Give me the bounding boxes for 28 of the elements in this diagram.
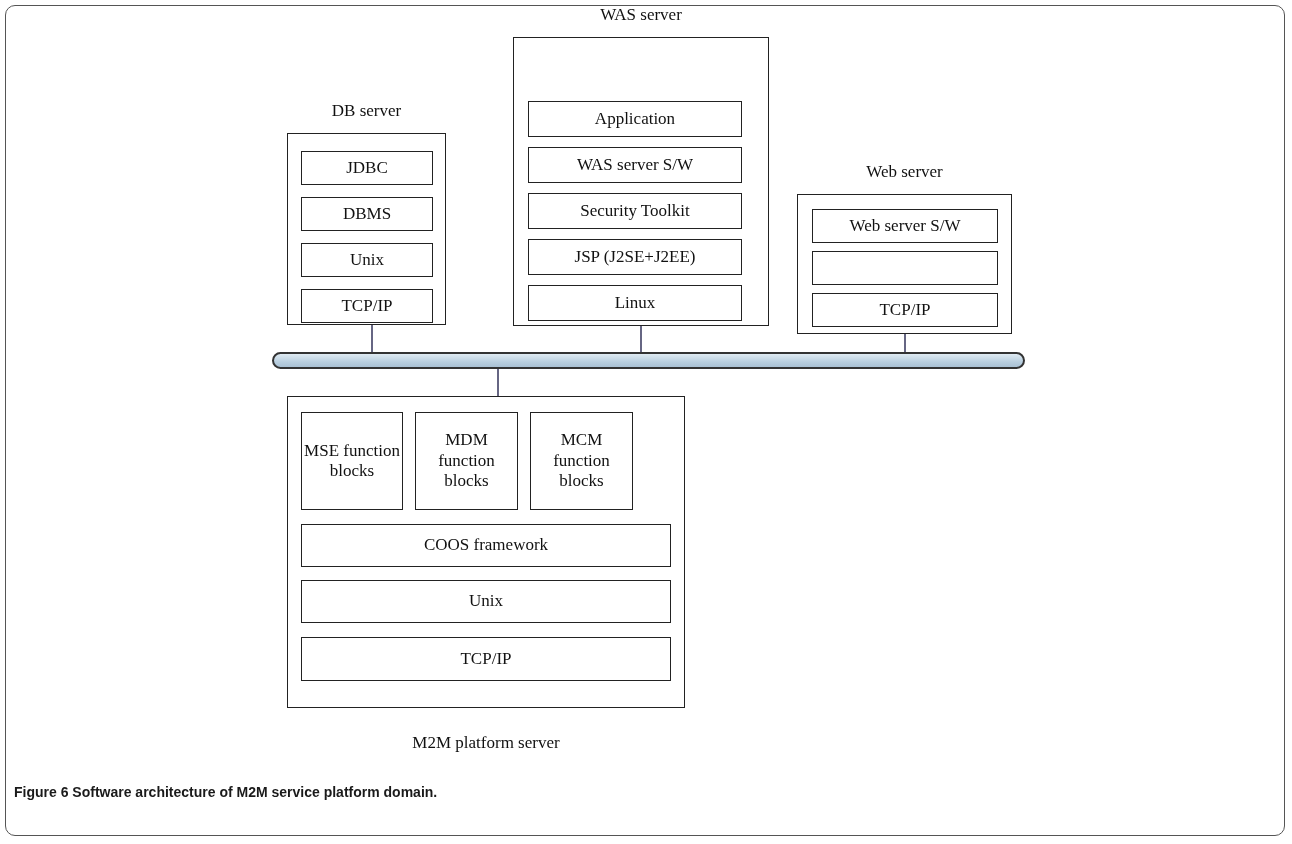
layer-box: Application xyxy=(528,101,742,137)
layer-box: DBMS xyxy=(301,197,433,231)
layer-box: TCP/IP xyxy=(812,293,998,327)
layer-box: COOS framework xyxy=(301,524,671,567)
server-title: WAS server xyxy=(599,5,683,25)
server-title: Web server xyxy=(865,162,944,182)
layer-box: Security Toolkit xyxy=(528,193,742,229)
layer-box: Unix xyxy=(301,580,671,623)
layer-box: TCP/IP xyxy=(301,637,671,681)
layer-box: MSE function blocks xyxy=(301,412,403,510)
layer-box: JSP (J2SE+J2EE) xyxy=(528,239,742,275)
connector-line xyxy=(640,325,642,353)
layer-box: Web server S/W xyxy=(812,209,998,243)
figure-caption: Figure 6 Software architecture of M2M service platform domain. xyxy=(14,784,438,800)
empty-box xyxy=(812,251,998,285)
connector-line xyxy=(497,368,499,397)
layer-box: MDM function blocks xyxy=(415,412,518,510)
server-title: M2M platform server xyxy=(411,733,561,753)
connector-line xyxy=(904,333,906,353)
layer-box: WAS server S/W xyxy=(528,147,742,183)
layer-box: Unix xyxy=(301,243,433,277)
layer-box: Linux xyxy=(528,285,742,321)
layer-box: MCM function blocks xyxy=(530,412,633,510)
server-title: DB server xyxy=(330,101,403,121)
layer-box: JDBC xyxy=(301,151,433,185)
connector-line xyxy=(371,324,373,353)
layer-box: TCP/IP xyxy=(301,289,433,323)
network-bus-bar xyxy=(272,352,1025,369)
